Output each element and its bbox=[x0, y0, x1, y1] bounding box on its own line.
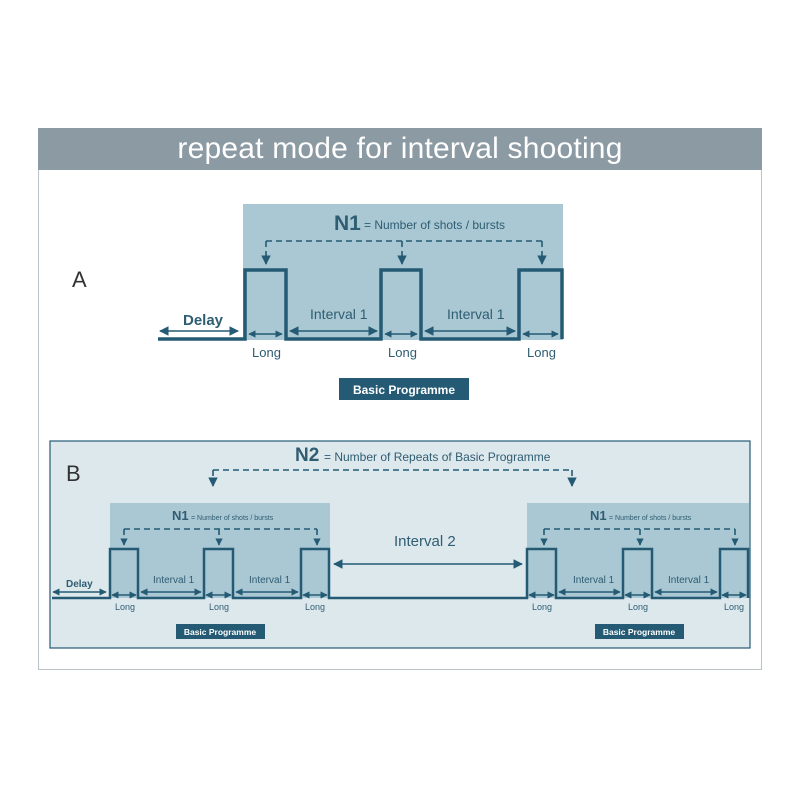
section-b-interval2-label: Interval 2 bbox=[394, 533, 456, 550]
section-b-long-label-5: Long bbox=[628, 602, 648, 612]
section-b-letter: B bbox=[66, 461, 81, 486]
section-a-delay-label: Delay bbox=[183, 312, 224, 329]
section-b-n1-desc-1: = Number of shots / bursts bbox=[191, 515, 274, 522]
section-b-programme-label-1: Basic Programme bbox=[184, 627, 257, 637]
section-a: A N1 = Number of shots / bursts Delay In… bbox=[72, 204, 564, 400]
section-b-n1-label-2: N1 bbox=[590, 508, 607, 523]
section-b-signal-waveform bbox=[52, 547, 750, 600]
section-a-long-label-2: Long bbox=[388, 345, 417, 360]
page-title: repeat mode for interval shooting bbox=[177, 132, 623, 165]
section-a-letter: A bbox=[72, 267, 87, 292]
section-b-interval-label-1: Interval 1 bbox=[153, 575, 195, 586]
section-b-n1-desc-2: = Number of shots / bursts bbox=[609, 515, 692, 522]
section-b-n2-desc: = Number of Repeats of Basic Programme bbox=[324, 450, 551, 464]
section-b-programme-label-2: Basic Programme bbox=[603, 627, 676, 637]
section-b-interval-label-3: Interval 1 bbox=[573, 575, 615, 586]
section-a-programme-box bbox=[339, 378, 469, 400]
section-a-programme-label: Basic Programme bbox=[353, 383, 455, 397]
section-b-programme-box-1 bbox=[176, 624, 265, 639]
section-a-long-label-1: Long bbox=[252, 345, 281, 360]
section-b-n1-label-1: N1 bbox=[172, 508, 189, 523]
section-b: B N2 = Number of Repeats of Basic Progra… bbox=[49, 440, 751, 649]
section-a-n1-label: N1 bbox=[334, 212, 361, 235]
section-b-shaded-panel-2 bbox=[527, 503, 749, 598]
section-b-shaded-panel-1 bbox=[110, 503, 330, 598]
section-b-long-label-4: Long bbox=[532, 602, 552, 612]
section-a-signal-waveform bbox=[158, 268, 564, 341]
section-b-n2-label: N2 bbox=[295, 445, 319, 466]
section-a-interval-1-label: Interval 1 bbox=[310, 306, 368, 322]
section-b-long-label-1: Long bbox=[115, 602, 135, 612]
section-b-delay-label: Delay bbox=[66, 579, 93, 590]
section-b-interval-label-4: Interval 1 bbox=[668, 575, 710, 586]
title-bar: repeat mode for interval shooting bbox=[38, 128, 762, 170]
section-b-programme-box-2 bbox=[595, 624, 684, 639]
section-a-interval-2-label: Interval 1 bbox=[447, 306, 505, 322]
section-a-long-label-3: Long bbox=[527, 345, 556, 360]
section-b-interval-label-2: Interval 1 bbox=[249, 575, 291, 586]
section-a-shaded-panel bbox=[243, 204, 563, 340]
section-b-long-label-6: Long bbox=[724, 602, 744, 612]
section-a-n1-desc: = Number of shots / bursts bbox=[364, 218, 505, 232]
section-b-long-label-2: Long bbox=[209, 602, 229, 612]
section-b-long-label-3: Long bbox=[305, 602, 325, 612]
